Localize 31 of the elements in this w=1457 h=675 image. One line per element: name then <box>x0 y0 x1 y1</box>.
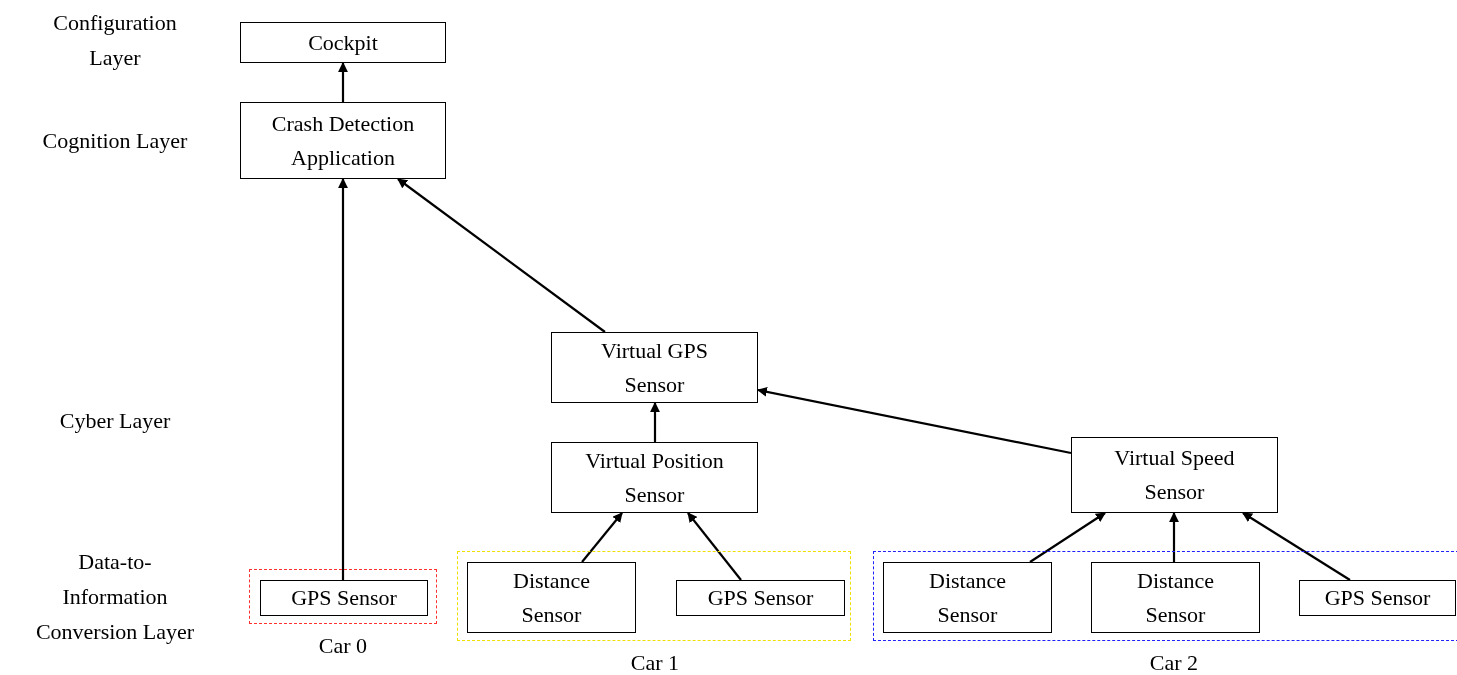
dashed-group-box <box>457 551 851 641</box>
process-box: Distance Sensor <box>1091 562 1260 633</box>
process-box: Virtual GPS Sensor <box>551 332 758 403</box>
group-caption: Car 2 <box>1148 649 1200 675</box>
process-box: Virtual Position Sensor <box>551 442 758 513</box>
arrow <box>581 512 623 563</box>
layer-label: Cognition Layer <box>41 126 189 155</box>
process-box: Cockpit <box>240 22 446 63</box>
process-box: GPS Sensor <box>676 580 845 616</box>
dashed-group-box <box>873 551 1457 641</box>
layer-label: Data-to-Information Conversion Layer <box>34 547 196 646</box>
layer-label: Configuration Layer <box>52 9 178 72</box>
arrow <box>1029 512 1106 563</box>
process-box: GPS Sensor <box>260 580 428 616</box>
layer-label: Cyber Layer <box>58 406 172 435</box>
group-caption: Car 0 <box>317 632 369 660</box>
arrow <box>338 62 348 102</box>
arrow <box>757 386 1072 455</box>
process-box: Virtual Speed Sensor <box>1071 437 1278 513</box>
process-box: Distance Sensor <box>467 562 636 633</box>
arrow <box>397 178 606 333</box>
arrow <box>1169 512 1179 562</box>
process-box: Crash Detection Application <box>240 102 446 179</box>
process-box: Distance Sensor <box>883 562 1052 633</box>
group-caption: Car 1 <box>629 649 681 675</box>
process-box: GPS Sensor <box>1299 580 1456 616</box>
arrow <box>687 512 742 581</box>
arrow <box>650 402 660 442</box>
arrow <box>1242 512 1351 581</box>
dashed-group-box <box>249 569 437 624</box>
arrow <box>338 178 348 580</box>
